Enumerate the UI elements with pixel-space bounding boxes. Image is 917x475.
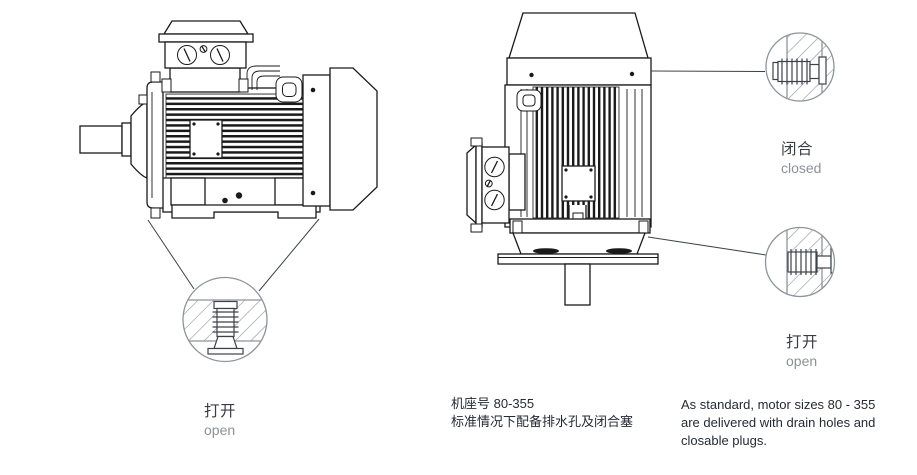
drain-plugs-bottom: [222, 192, 243, 204]
note-english-line2: are delivered with drain holes and: [681, 415, 876, 430]
drain-plug-open-icon: [787, 245, 835, 275]
drain-plug-closed-icon: [772, 56, 827, 85]
lifting-bracket: [246, 65, 303, 103]
detail-circle-left-open: [182, 276, 268, 363]
motor-shaft: [79, 101, 148, 179]
label-left-open-zh: 打开: [204, 403, 237, 420]
note-chinese: 机座号 80-355 标准情况下配备排水孔及闭合塞: [451, 395, 633, 431]
motor-side-view-drawing: [79, 20, 378, 292]
flange-end-shield: [497, 218, 659, 265]
leader-line-closed: [650, 70, 766, 72]
label-right-open-zh: 打开: [786, 334, 819, 351]
label-closed-en: closed: [781, 160, 822, 176]
fan-cover-top: [506, 12, 652, 86]
drain-plug-open-icon: [207, 300, 244, 355]
fan-cover: [302, 67, 378, 211]
terminal-box: [158, 20, 254, 93]
motor-shaft-down: [564, 263, 591, 306]
terminal-box-side: [466, 137, 526, 233]
rating-plate: [189, 119, 223, 159]
detail-circle-right-open: [764, 226, 836, 298]
detail-circle-closed: [765, 32, 835, 102]
motor-vertical-view-drawing: [466, 12, 767, 306]
note-english-line1: As standard, motor sizes 80 - 355: [681, 397, 876, 412]
note-english-line3: closable plugs.: [681, 433, 767, 448]
note-chinese-line2: 标准情况下配备排水孔及闭合塞: [451, 414, 634, 429]
leader-line-left-b: [258, 218, 320, 292]
label-closed-zh: 闭合: [781, 141, 814, 158]
motor-frame-fins-vertical: [504, 84, 652, 228]
cable-gland-plug-icon: [484, 156, 505, 211]
leader-line-left-a: [147, 219, 195, 290]
label-left-open: 打开 open: [204, 399, 236, 438]
label-right-open-en: open: [786, 353, 818, 369]
note-chinese-line1: 机座号 80-355: [451, 396, 535, 411]
leader-line-open: [647, 236, 767, 256]
label-closed: 闭合 closed: [781, 137, 821, 176]
label-left-open-en: open: [204, 422, 236, 438]
label-right-open: 打开 open: [786, 330, 818, 369]
note-english: As standard, motor sizes 80 - 355 are de…: [681, 396, 875, 450]
end-shield: [138, 71, 167, 219]
cable-gland-plug-icon: [177, 45, 230, 65]
rating-plate-vertical: [561, 165, 596, 202]
